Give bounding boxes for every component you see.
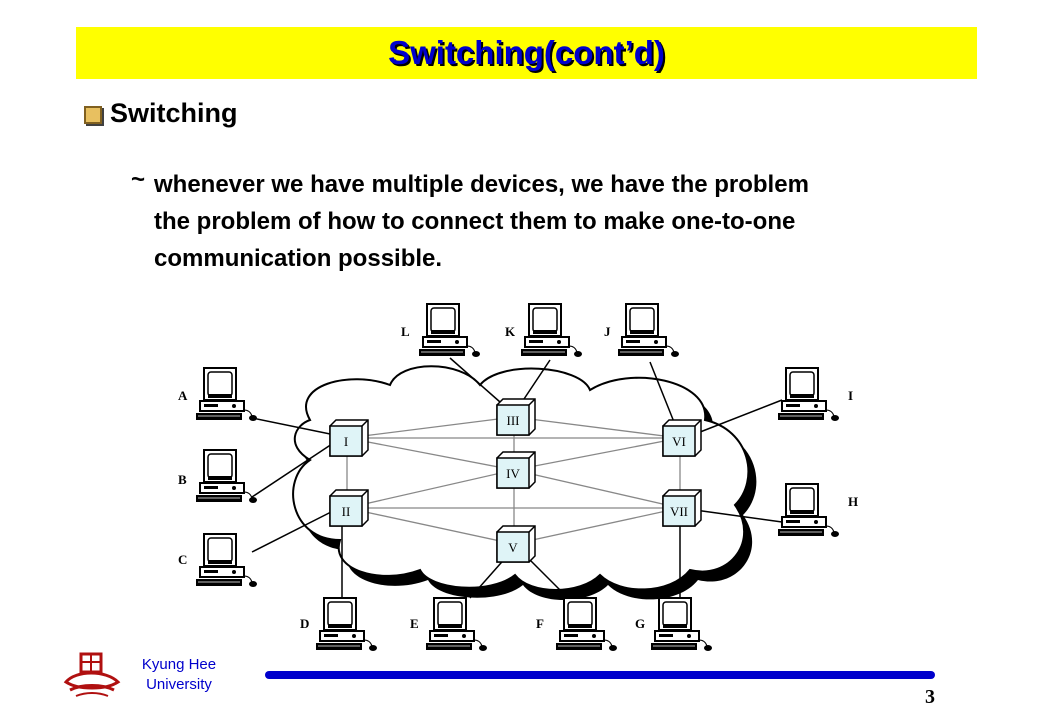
device-label: I [848, 388, 853, 403]
switch-label: III [507, 413, 520, 428]
computer-icon [777, 483, 840, 538]
device-label: H [848, 494, 858, 509]
section-heading: Switching [110, 98, 238, 128]
device-label: G [635, 616, 645, 631]
switching-network-diagram: I II III IV V VI VII A B C D E F [178, 303, 858, 652]
device-label: A [178, 388, 188, 403]
page-number: 3 [925, 686, 935, 708]
computer-icon [418, 303, 481, 358]
switch-V: V [496, 525, 536, 563]
footer-divider [265, 671, 935, 679]
switch-label: II [342, 504, 351, 519]
switch-II: II [329, 489, 369, 527]
computer-G: G [635, 597, 713, 652]
device-links [251, 357, 783, 601]
computer-icon [195, 367, 258, 422]
computer-D: D [300, 597, 378, 652]
switch-label: I [344, 434, 348, 449]
computer-A: A [178, 367, 258, 422]
switch-label: IV [506, 466, 520, 481]
computer-E: E [410, 597, 488, 652]
computer-J: J [604, 303, 680, 358]
body-text: whenever we have multiple devices, we ha… [154, 171, 809, 272]
device-label: L [401, 324, 410, 339]
computer-icon [617, 303, 680, 358]
computer-F: F [536, 597, 618, 652]
device-label: B [178, 472, 187, 487]
computer-C: C [178, 533, 258, 588]
bullet-box-icon [84, 106, 102, 124]
computer-icon [777, 367, 840, 422]
computer-icon [425, 597, 488, 652]
computer-icon [195, 533, 258, 588]
switch-label: VI [672, 434, 686, 449]
computer-K: K [505, 303, 583, 358]
computer-icon [520, 303, 583, 358]
computer-icon [555, 597, 618, 652]
computer-icon [315, 597, 378, 652]
switch-label: V [508, 540, 518, 555]
switch-IV: IV [496, 451, 536, 489]
switch-VI: VI [662, 419, 702, 457]
bullet-marker: ~ [131, 166, 146, 193]
device-label: F [536, 616, 544, 631]
device-label: E [410, 616, 419, 631]
computer-I: I [777, 367, 853, 422]
computer-icon [650, 597, 713, 652]
slide-title: Switching(cont’d) [388, 34, 665, 71]
computer-icon [195, 449, 258, 504]
device-label: C [178, 552, 187, 567]
device-label: J [604, 324, 611, 339]
device-label: D [300, 616, 309, 631]
computer-H: H [777, 483, 858, 538]
computer-L: L [401, 303, 481, 358]
switch-VII: VII [662, 489, 702, 527]
title-bar: Switching(cont’d) [76, 27, 977, 79]
switch-III: III [496, 398, 536, 436]
switch-label: VII [670, 504, 688, 519]
university-name: Kyung Hee University [141, 656, 217, 693]
computer-B: B [178, 449, 258, 504]
switch-I: I [329, 419, 369, 457]
university-logo-icon [63, 652, 121, 697]
device-label: K [505, 324, 516, 339]
